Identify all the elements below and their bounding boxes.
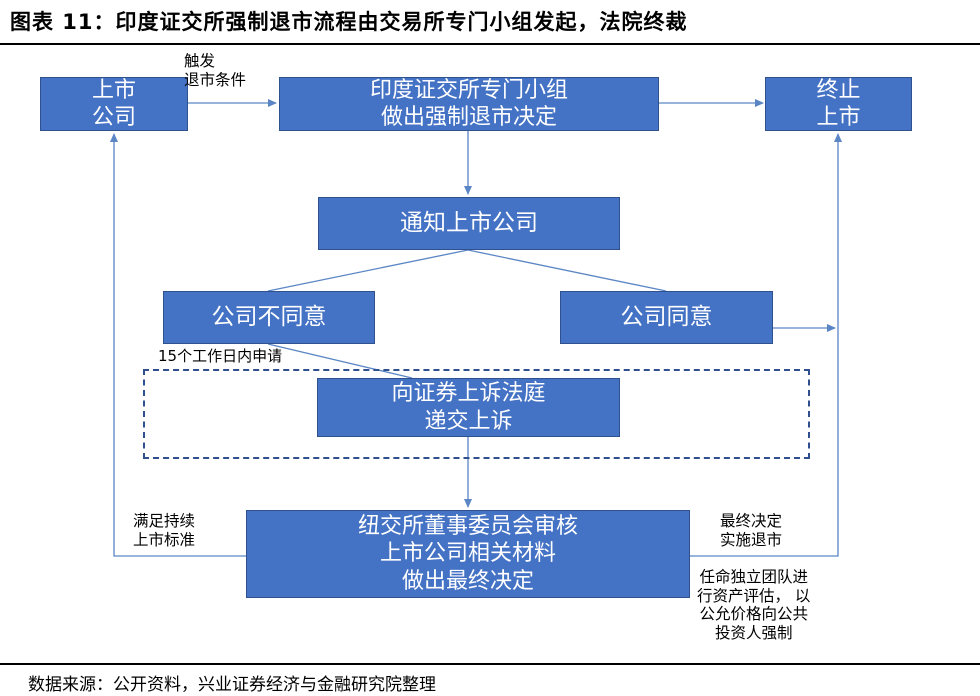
arrow-disagree-to-appeal	[267, 343, 413, 379]
node-company-agree: 公司同意	[560, 291, 773, 344]
label-final-delist: 最终决定 实施退市	[720, 512, 783, 549]
source-note: 数据来源：公开资料，兴业证券经济与金融研究院整理	[28, 675, 436, 695]
label-within-15-days: 15个工作日内申请	[158, 347, 283, 365]
arrow-board-to-company	[110, 133, 246, 557]
arrow-board-to-terminate	[690, 133, 842, 557]
figure-title: 图表 11：印度证交所强制退市流程由交易所专门小组发起，法院终裁	[10, 10, 688, 34]
node-listed-company: 上市 公司	[40, 77, 188, 131]
appeal-dashed-frame	[143, 369, 810, 459]
label-trigger: 触发 退市条件	[184, 52, 247, 89]
arrow-notify-to-disagree	[267, 249, 469, 292]
node-company-disagree: 公司不同意	[163, 291, 375, 344]
arrow-notify-to-agree	[467, 249, 667, 292]
label-independent-team: 任命独立团队进 行资产评估， 以 公允价格向公共 投资人强制	[697, 568, 811, 642]
bottom-rule	[0, 663, 980, 665]
node-terminate-listing: 终止 上市	[765, 77, 912, 131]
node-notify-company: 通知上市公司	[318, 197, 620, 250]
node-appeal-tribunal: 向证券上诉法庭 递交上诉	[317, 378, 620, 437]
node-board-review: 纽交所董事委员会审核 上市公司相关材料 做出最终决定	[246, 510, 690, 598]
top-rule	[0, 43, 980, 45]
node-special-group: 印度证交所专门小组 做出强制退市决定	[279, 77, 659, 131]
label-meets-standard: 满足持续 上市标准	[133, 512, 196, 549]
